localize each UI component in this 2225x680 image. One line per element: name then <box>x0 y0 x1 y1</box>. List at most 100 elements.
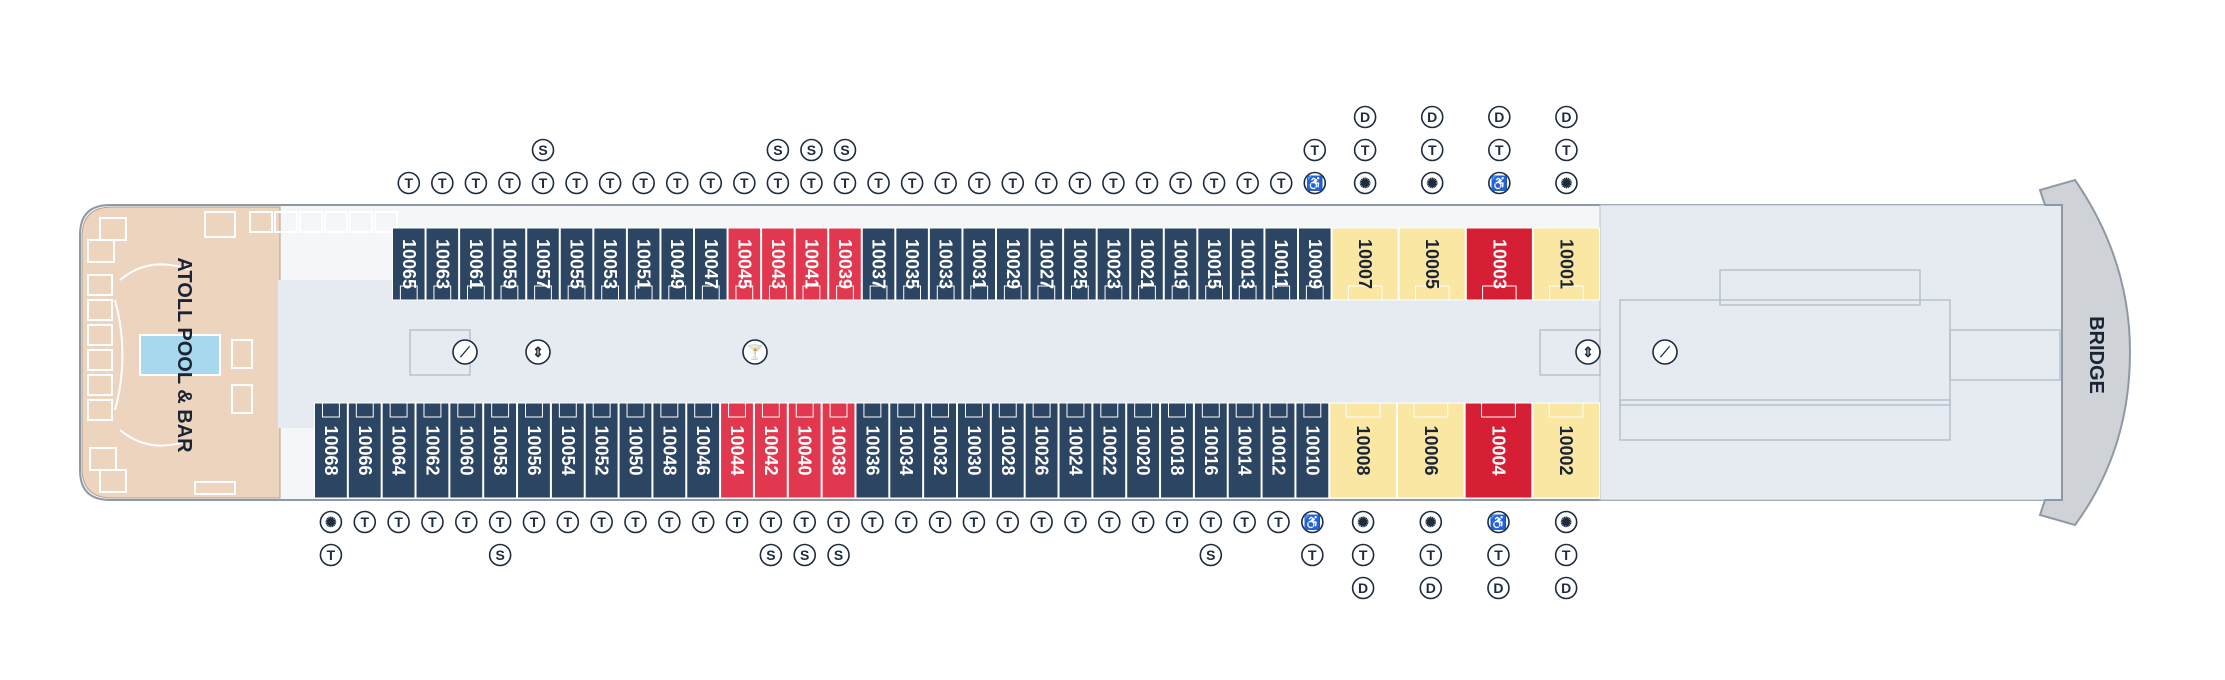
cabin-number: 10023 <box>1103 239 1123 289</box>
svg-text:♿: ♿ <box>1306 175 1323 192</box>
cabin-10054[interactable]: 10054 <box>550 402 585 499</box>
cabin-10014[interactable]: 10014 <box>1227 402 1262 499</box>
cabin-number: 10054 <box>558 425 578 475</box>
cabin-10016[interactable]: 10016 <box>1193 402 1228 499</box>
svg-text:♿: ♿ <box>1304 514 1321 531</box>
cabin-10012[interactable]: 10012 <box>1261 402 1296 499</box>
cabin-number: 10013 <box>1238 239 1258 289</box>
cabin-10006[interactable]: 10006 <box>1396 402 1465 499</box>
cabin-10013[interactable]: 10013 <box>1230 227 1265 301</box>
cabin-10050[interactable]: 10050 <box>618 402 653 499</box>
cabin-10066[interactable]: 10066 <box>347 402 382 499</box>
svg-text:T: T <box>496 514 505 530</box>
svg-text:T: T <box>360 514 369 530</box>
cabin-10062[interactable]: 10062 <box>415 402 450 499</box>
cabin-10026[interactable]: 10026 <box>1024 402 1059 499</box>
cabin-10040[interactable]: 10040 <box>787 402 822 499</box>
svg-text:S: S <box>495 547 504 563</box>
cabin-10023[interactable]: 10023 <box>1096 227 1131 301</box>
cabin-10037[interactable]: 10037 <box>861 227 896 301</box>
cabin-10021[interactable]: 10021 <box>1130 227 1164 301</box>
cabin-10009[interactable]: 10009 <box>1298 227 1332 301</box>
cabin-number: 10021 <box>1137 239 1157 289</box>
twin-bed-icon: T <box>488 510 512 534</box>
cabin-10046[interactable]: 10046 <box>686 402 721 499</box>
cabin-10051[interactable]: 10051 <box>626 227 661 301</box>
aft-deck-furniture <box>87 211 398 495</box>
cabin-10007[interactable]: 10007 <box>1331 227 1399 301</box>
cabin-10031[interactable]: 10031 <box>962 227 997 301</box>
svg-text:T: T <box>699 514 708 530</box>
cabin-10025[interactable]: 10025 <box>1063 227 1097 301</box>
cabin-10064[interactable]: 10064 <box>381 402 416 499</box>
cabin-10028[interactable]: 10028 <box>990 402 1025 499</box>
cabin-10042[interactable]: 10042 <box>753 402 788 499</box>
cabin-10032[interactable]: 10032 <box>923 402 958 499</box>
cabin-10057[interactable]: 10057 <box>526 227 560 301</box>
cabin-10063[interactable]: 10063 <box>425 227 460 301</box>
cabin-10065[interactable]: 10065 <box>392 227 426 301</box>
cabin-10027[interactable]: 10027 <box>1029 227 1064 301</box>
cabin-10068[interactable]: 10068 <box>314 402 348 499</box>
cabin-number: 10014 <box>1235 425 1255 475</box>
cabin-10035[interactable]: 10035 <box>895 227 929 301</box>
cabin-10005[interactable]: 10005 <box>1398 227 1466 301</box>
svg-text:T: T <box>1003 514 1012 530</box>
twin-bed-icon: T <box>522 510 546 534</box>
twin-bed-icon: T <box>1064 510 1087 534</box>
cabin-number: 10015 <box>1204 239 1224 289</box>
cabin-10044[interactable]: 10044 <box>720 402 754 499</box>
cabin-10043[interactable]: 10043 <box>761 227 795 301</box>
cabin-10053[interactable]: 10053 <box>593 227 627 301</box>
cabin-10047[interactable]: 10047 <box>694 227 728 301</box>
cabin-10052[interactable]: 10052 <box>584 402 619 499</box>
svg-text:⟋: ⟋ <box>1659 344 1671 360</box>
cabin-10038[interactable]: 10038 <box>821 402 856 499</box>
pool <box>139 334 221 376</box>
cabin-10041[interactable]: 10041 <box>794 227 829 301</box>
svg-text:T: T <box>807 175 816 191</box>
cabin-10045[interactable]: 10045 <box>727 227 762 301</box>
cabin-10022[interactable]: 10022 <box>1092 402 1127 499</box>
cabin-number: 10066 <box>355 425 375 475</box>
cabin-10008[interactable]: 10008 <box>1329 402 1397 499</box>
cabin-10002[interactable]: 10002 <box>1532 402 1601 499</box>
cabin-10024[interactable]: 10024 <box>1058 402 1093 499</box>
cabin-10011[interactable]: 10011 <box>1264 227 1299 301</box>
cabin-10010[interactable]: 10010 <box>1295 402 1330 499</box>
cabin-10060[interactable]: 10060 <box>449 402 484 499</box>
cabin-10056[interactable]: 10056 <box>517 402 551 499</box>
svg-text:T: T <box>874 175 883 191</box>
cabin-10003[interactable]: 10003 <box>1465 227 1533 301</box>
cabin-10029[interactable]: 10029 <box>996 227 1030 301</box>
cabin-10018[interactable]: 10018 <box>1160 402 1194 499</box>
cabin-10030[interactable]: 10030 <box>957 402 991 499</box>
cabin-10039[interactable]: 10039 <box>828 227 862 301</box>
cabin-number: 10016 <box>1201 425 1221 475</box>
cabin-10033[interactable]: 10033 <box>928 227 963 301</box>
cabin-number: 10029 <box>1003 239 1023 289</box>
cabin-10058[interactable]: 10058 <box>483 402 518 499</box>
cabin-10061[interactable]: 10061 <box>459 227 493 301</box>
cabin-10048[interactable]: 10048 <box>652 402 687 499</box>
svg-text:T: T <box>438 175 447 191</box>
cabin-10015[interactable]: 10015 <box>1197 227 1231 301</box>
cabin-10019[interactable]: 10019 <box>1163 227 1198 301</box>
cabin-10059[interactable]: 10059 <box>492 227 527 301</box>
cabin-10004[interactable]: 10004 <box>1464 402 1533 499</box>
cabin-10049[interactable]: 10049 <box>660 227 695 301</box>
cabin-number: 10022 <box>1099 425 1119 475</box>
svg-text:T: T <box>800 514 809 530</box>
whirlpool-icon: ✺ <box>1419 510 1443 534</box>
svg-text:✺: ✺ <box>1560 514 1572 530</box>
cabin-10020[interactable]: 10020 <box>1126 402 1161 499</box>
svg-text:S: S <box>840 142 849 158</box>
cabin-10036[interactable]: 10036 <box>855 402 890 499</box>
cabin-10034[interactable]: 10034 <box>889 402 924 499</box>
cabin-10055[interactable]: 10055 <box>559 227 594 301</box>
cabin-number: 10049 <box>667 239 687 289</box>
cabin-10001[interactable]: 10001 <box>1532 227 1601 301</box>
twin-bed-icon: T <box>598 171 622 195</box>
twin-bed-icon: T <box>1351 543 1375 567</box>
